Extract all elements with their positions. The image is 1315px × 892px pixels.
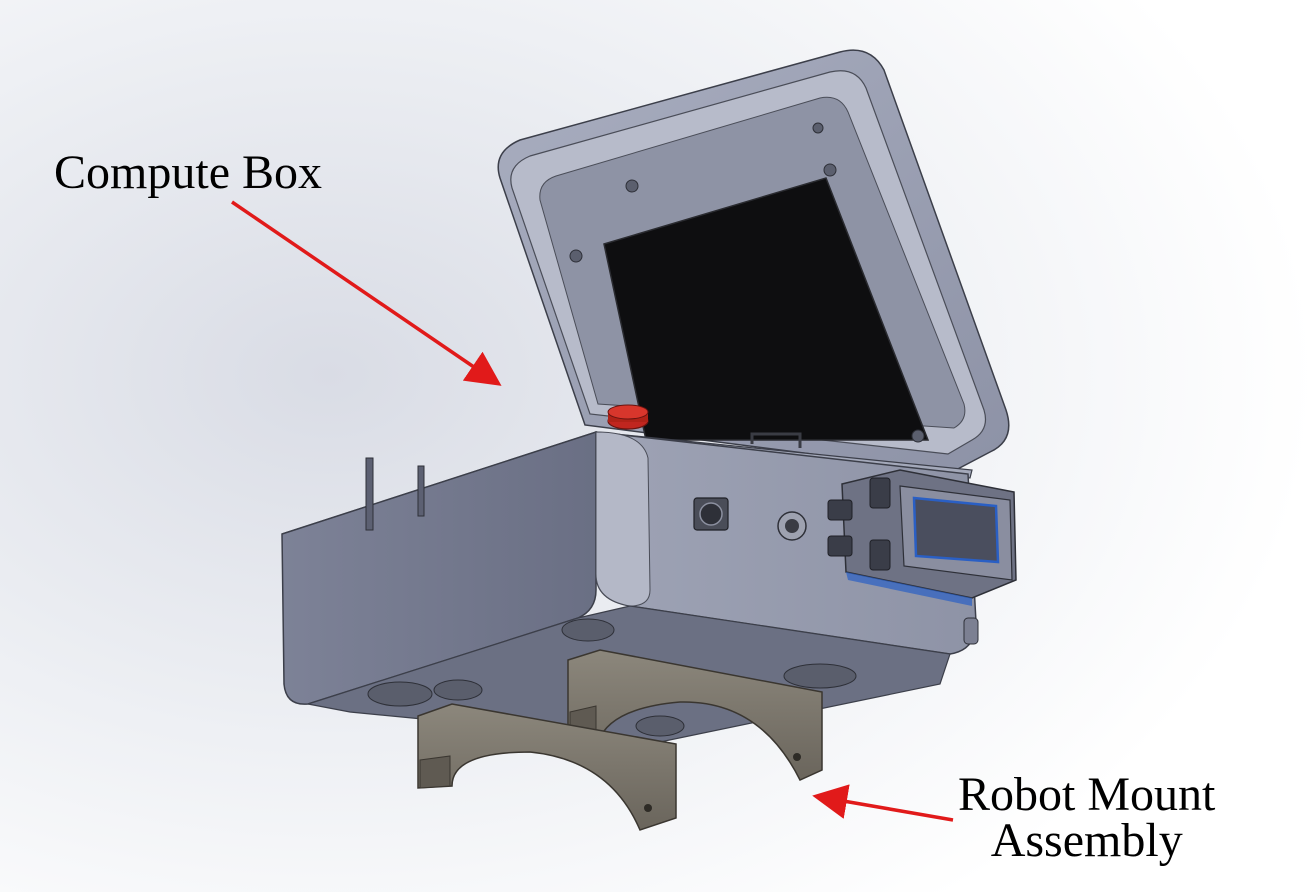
camera-module [827,469,1017,606]
mount-bracket-front [417,703,677,831]
lid-screen [603,177,930,441]
red-arrow-icon [812,784,954,822]
robot-mount-label: Robot Mount Assembly [958,768,1216,867]
robot-mount-label-line1: Robot Mount [958,768,1216,821]
antenna-right [417,465,425,517]
mount-bracket-rear [567,649,823,781]
connector-square [693,497,729,531]
compute-box-lid [497,49,1010,473]
antenna-left [365,457,374,531]
camera-lens-window [912,496,1000,564]
red-arrow-icon [231,200,502,386]
compute-box-label: Compute Box [54,146,323,199]
robot-mount-assembly [367,618,857,831]
robot-mount-label-line2: Assembly [990,814,1183,867]
connector-round [777,511,807,541]
